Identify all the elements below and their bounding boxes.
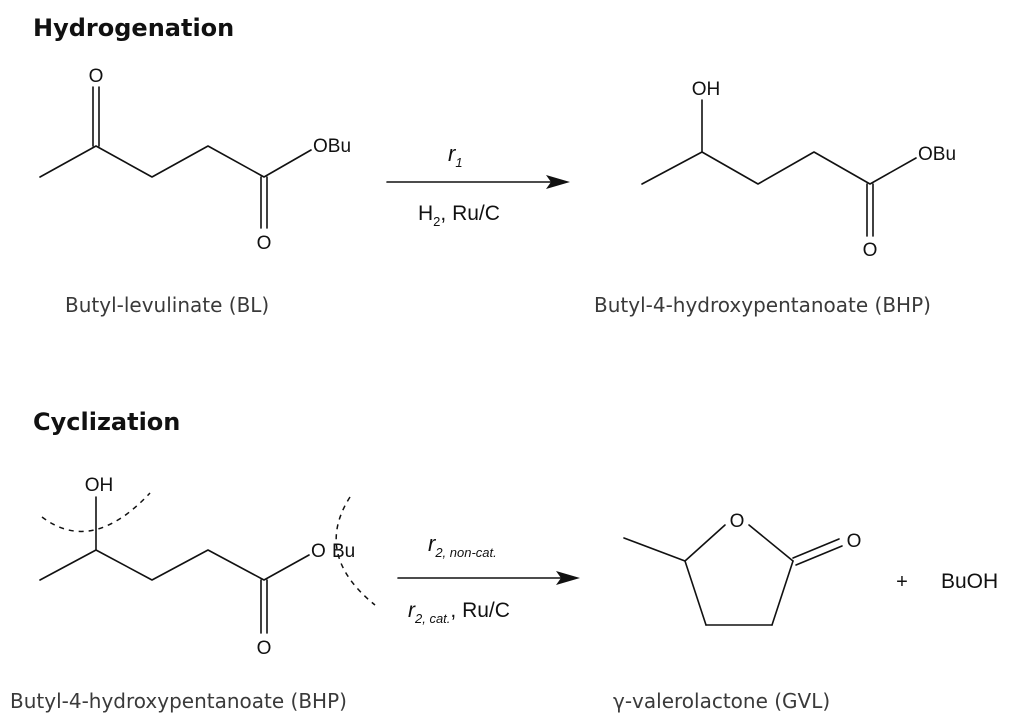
butanol-byproduct: BuOH <box>941 570 998 593</box>
bhp-reactant-hydroxyl: OH <box>85 475 114 496</box>
bhp-product-structure: OH OBu O <box>641 79 956 261</box>
bhp-hydroxyl: OH <box>692 79 721 100</box>
cyclization-title: Cyclization <box>33 408 180 436</box>
cyclization-arrow: r2, non-cat. r2, cat., Ru/C <box>397 531 580 626</box>
rate-r2-cat-label: r2, cat., Ru/C <box>408 599 510 626</box>
plus-sign: + <box>896 571 908 593</box>
butyl-levulinate-structure: O OBu O <box>39 66 351 254</box>
bhp-hydroxyl-cleavage-dashes <box>41 492 151 533</box>
bhp-reactant-label: Butyl-4-hydroxypentanoate (BHP) <box>10 689 347 713</box>
bhp-carbonyl-oxygen: O <box>863 240 878 261</box>
bhp-reactant-carbonyl-oxygen: O <box>257 638 272 659</box>
bl-ester-obu: OBu <box>313 136 351 157</box>
bhp-ester-obu: OBu <box>918 144 956 165</box>
bhp-product-label: Butyl-4-hydroxypentanoate (BHP) <box>594 293 931 317</box>
gvl-structure: O O <box>623 511 862 626</box>
hydrogenation-title: Hydrogenation <box>33 14 234 42</box>
gvl-carbonyl-oxygen: O <box>847 531 862 552</box>
gvl-ring-oxygen: O <box>730 511 745 532</box>
bhp-reactant-structure: OH O Bu O <box>39 475 376 659</box>
bl-ketone-oxygen: O <box>89 66 104 87</box>
butyl-levulinate-label: Butyl-levulinate (BL) <box>65 293 269 317</box>
bhp-reactant-ester-oxygen: O <box>311 541 326 562</box>
hydrogenation-reagent-label: H2, Ru/C <box>418 202 500 229</box>
bhp-ester-cleavage-dashes <box>335 496 376 606</box>
hydrogenation-arrow: r1 H2, Ru/C <box>386 141 570 229</box>
rate-r2-noncat-label: r2, non-cat. <box>428 531 497 560</box>
bhp-reactant-butyl: Bu <box>332 541 355 562</box>
rate-r1-label: r1 <box>448 141 463 170</box>
gvl-label: γ-valerolactone (GVL) <box>613 689 830 713</box>
bl-carbonyl-oxygen: O <box>257 233 272 254</box>
